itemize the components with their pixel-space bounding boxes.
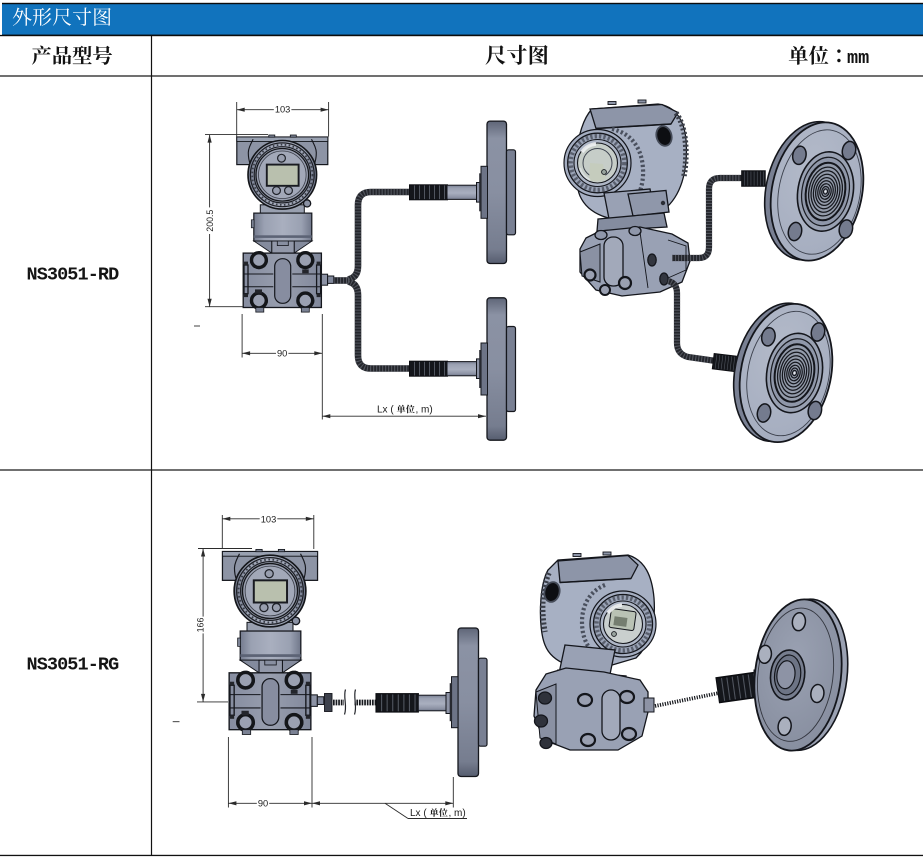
svg-text:NS3051-RG: NS3051-RG [27,654,120,675]
svg-text:200.5: 200.5 [205,210,215,232]
svg-text:Lx (: Lx ( [410,808,427,819]
svg-text:166: 166 [195,618,205,633]
svg-text:90: 90 [258,799,268,809]
svg-text:Lx (: Lx ( [377,405,394,416]
svg-text:90: 90 [277,349,287,359]
svg-text:NS3051-RD: NS3051-RD [27,265,120,286]
svg-text:103: 103 [261,514,277,524]
svg-text:, m): , m) [449,808,466,819]
svg-text:, m): , m) [416,405,433,416]
svg-text:103: 103 [275,104,291,114]
svg-text:mm: mm [847,48,869,69]
